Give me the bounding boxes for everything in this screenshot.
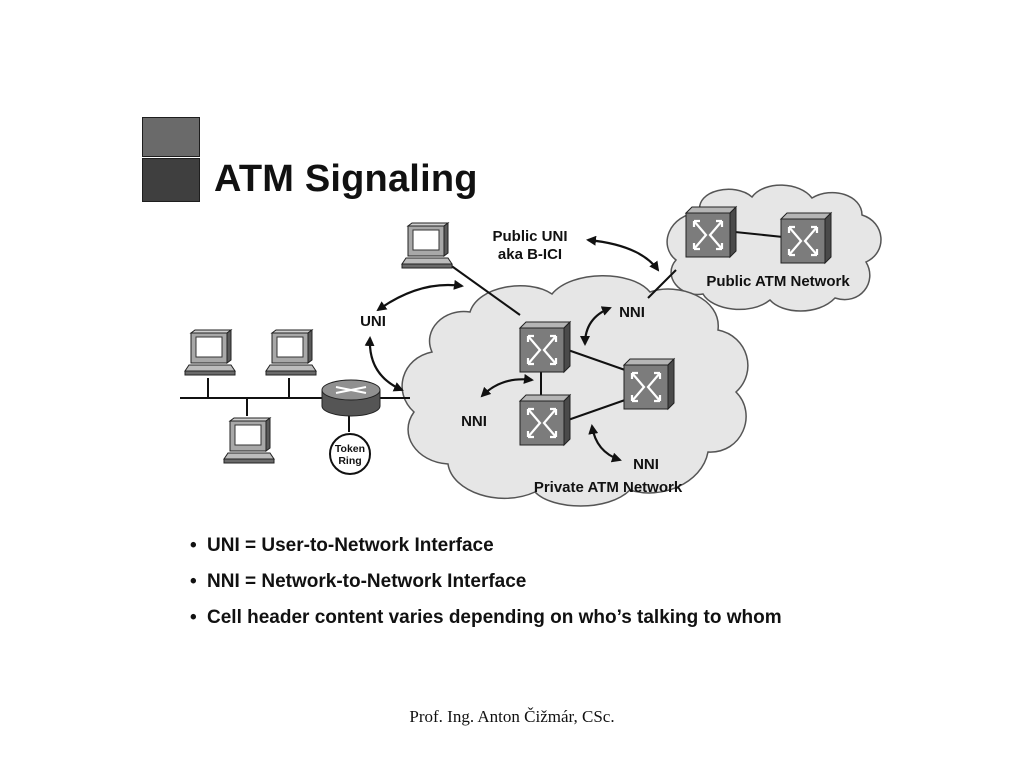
nni-label: NNI	[461, 413, 487, 430]
bullet-icon: •	[190, 607, 197, 628]
lan-bus	[180, 378, 322, 416]
list-item: • NNI = Network-to-Network Interface	[190, 571, 782, 593]
token-ring-label: Ring	[338, 455, 361, 467]
list-item-text: NNI = Network-to-Network Interface	[207, 571, 527, 592]
bullet-icon: •	[190, 535, 197, 556]
list-item: • UNI = User-to-Network Interface	[190, 535, 782, 557]
atm-switch-icon	[518, 393, 572, 447]
definition-list: • UNI = User-to-Network Interface • NNI = …	[190, 535, 782, 643]
signaling-arrows	[364, 235, 660, 463]
computer-icon	[401, 222, 453, 269]
atm-switch-icon	[779, 211, 833, 265]
public-atm-network-label: Public ATM Network	[706, 273, 850, 290]
token-ring-icon: Token Ring	[329, 433, 371, 475]
title-square-bottom	[142, 158, 200, 202]
router-icon	[321, 379, 381, 417]
nni-label: NNI	[619, 304, 645, 321]
token-ring-label: Token	[335, 443, 365, 455]
arrow-nni-bottom	[588, 424, 622, 463]
arrow-public-uni	[586, 235, 660, 272]
slide-footer: Prof. Ing. Anton Čižmár, CSc.	[409, 707, 615, 726]
private-atm-cloud	[401, 275, 749, 507]
public-uni-label: aka B-ICI	[498, 246, 562, 263]
arrow-nni-left	[480, 373, 534, 398]
atm-switch-icon	[518, 320, 572, 374]
nni-label: NNI	[633, 456, 659, 473]
list-item-text: Cell header content varies depending on …	[207, 607, 782, 628]
arrow-uni-bottom	[364, 336, 404, 392]
computer-icon	[265, 329, 317, 376]
bullet-icon: •	[190, 571, 197, 592]
slide-title: ATM Signaling	[214, 158, 478, 200]
uni-label: UNI	[360, 313, 386, 330]
private-atm-network-label: Private ATM Network	[534, 479, 683, 496]
atm-switch-icon	[684, 205, 738, 259]
public-uni-label: Public UNI	[492, 228, 567, 245]
list-item-text: UNI = User-to-Network Interface	[207, 535, 494, 556]
arrow-uni-top	[376, 279, 464, 312]
list-item: • Cell header content varies depending on…	[190, 607, 782, 629]
arrow-nni-top	[580, 306, 612, 346]
atm-switch-icon	[622, 357, 676, 411]
computer-icon	[184, 329, 236, 376]
title-square-top	[142, 117, 200, 157]
computer-icon	[223, 417, 275, 464]
network-links	[348, 231, 784, 432]
